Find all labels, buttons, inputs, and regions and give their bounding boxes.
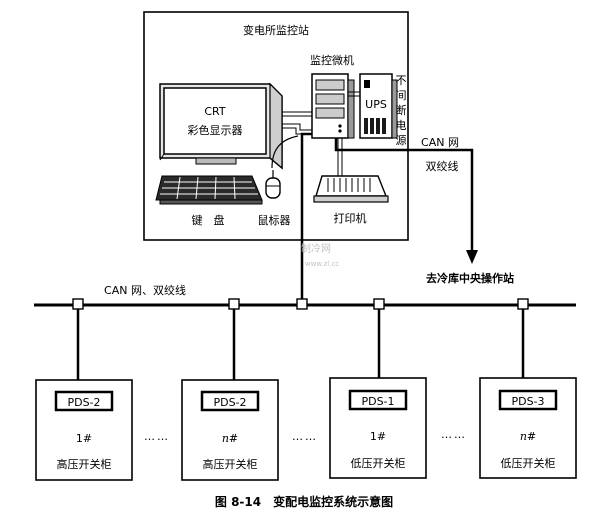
printer-icon [313, 175, 389, 203]
ups-unit: UPS [359, 73, 398, 139]
figure-caption: 图 8-14 变配电监控系统示意图 [215, 494, 393, 509]
cabinet-4-number: n# [520, 430, 536, 443]
ups-label: UPS [365, 98, 387, 111]
bus-node [296, 298, 308, 310]
ups-char-4: 源 [396, 133, 407, 147]
cabinet-4-type: 低压开关柜 [501, 456, 556, 470]
mouse-label: 鼠标器 [258, 213, 291, 227]
mouse-icon [265, 177, 281, 199]
computer-bus-link [300, 132, 312, 300]
cabinet-2-type: 高压开关柜 [203, 457, 258, 471]
watermark-text-2: www.zl.cc [305, 260, 339, 268]
cabinet-1: PDS-2 1# 高压开关柜 [35, 379, 133, 481]
cabinet-1-number: 1# [76, 432, 92, 445]
crt-label-2: 彩色显示器 [188, 123, 243, 137]
cabinet-1-type: 高压开关柜 [57, 457, 112, 471]
bus-node [228, 298, 240, 310]
bus-node [72, 298, 84, 310]
cabinet-drops [76, 309, 525, 380]
keyboard-icon [155, 175, 263, 205]
ups-char-2: 断 [396, 103, 407, 117]
cabinet-2-pds: PDS-2 [213, 396, 246, 409]
crt-label-1: CRT [204, 105, 226, 118]
ellipsis-3: …… [441, 428, 467, 441]
can-link-line [334, 138, 474, 252]
cabinet-4-pds: PDS-3 [511, 395, 544, 408]
can-link-label-1: CAN 网 [421, 136, 459, 149]
arrow-down-icon [466, 250, 478, 264]
bus-label: CAN 网、双绞线 [104, 283, 186, 297]
cabinet-3-pds: PDS-1 [361, 395, 394, 408]
bus-node [373, 298, 385, 310]
watermark-text-1: 制冷网 [301, 242, 331, 255]
cabinet-3: PDS-1 1# 低压开关柜 [329, 377, 427, 479]
bus-node [517, 298, 529, 310]
ups-char-3: 电 [396, 119, 407, 132]
cabinet-1-pds: PDS-2 [67, 396, 100, 409]
cabinet-3-type: 低压开关柜 [351, 456, 406, 470]
crt-monitor: CRT 彩色显示器 [159, 82, 283, 170]
destination-label: 去冷库中央操作站 [426, 271, 514, 285]
can-link-label-2: 双绞线 [426, 159, 459, 173]
station-title: 变电所监控站 [243, 23, 309, 37]
ellipsis-2: …… [292, 430, 318, 443]
computer-tower [311, 73, 355, 139]
computer-label: 监控微机 [310, 53, 354, 67]
ups-char-0: 不 [396, 74, 407, 87]
ups-vertical-text: 不 间 断 电 源 [396, 74, 407, 147]
keyboard-label: 键 盘 [192, 213, 225, 227]
cabinet-2-number: n# [222, 432, 238, 445]
cabinet-2: PDS-2 n# 高压开关柜 [181, 379, 279, 481]
ellipsis-1: …… [144, 430, 170, 443]
ups-char-1: 间 [396, 89, 407, 102]
cabinet-4: PDS-3 n# 低压开关柜 [479, 377, 577, 479]
cabinet-3-number: 1# [370, 430, 386, 443]
printer-label: 打印机 [334, 211, 367, 225]
station-frame [143, 11, 409, 241]
